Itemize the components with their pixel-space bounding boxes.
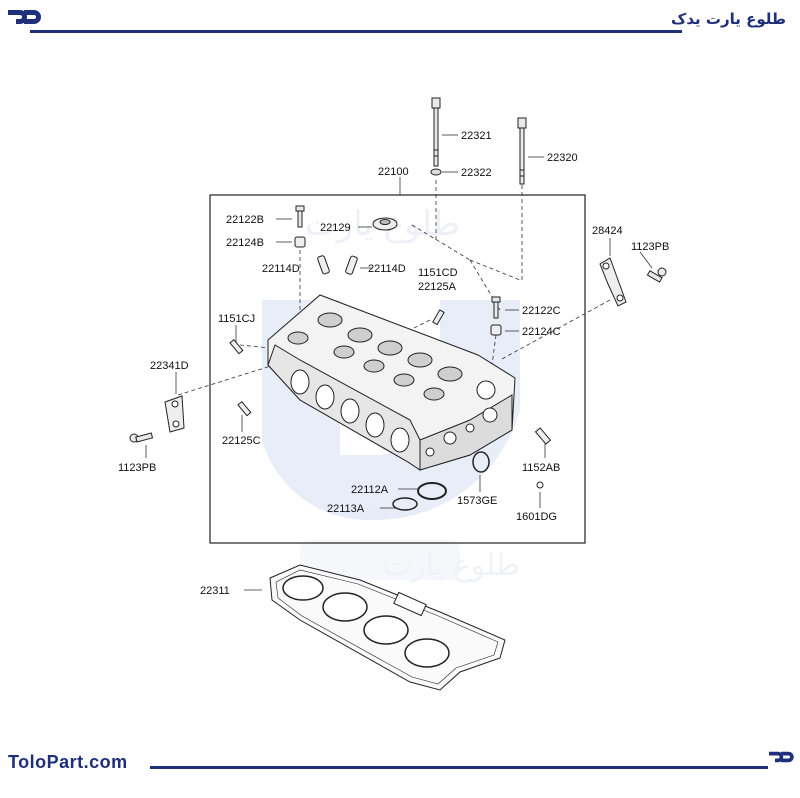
header-divider <box>30 30 682 33</box>
bolt-1123PB-right <box>646 267 667 283</box>
cylinder-head-22100 <box>267 294 516 471</box>
brand-logo-icon-footer <box>769 751 794 763</box>
label-22100: 22100 <box>378 166 409 178</box>
label-1601DG: 1601DG <box>516 511 557 523</box>
bolt-22122B <box>295 205 305 228</box>
label-22125C: 22125C <box>222 435 261 447</box>
label-22341D: 22341D <box>150 360 189 372</box>
label-22311: 22311 <box>200 585 230 597</box>
assembly-frame <box>209 194 586 544</box>
stud-22125C <box>237 401 252 417</box>
label-22114D-left: 22114D <box>262 263 300 275</box>
label-1151CJ: 1151CJ <box>218 313 255 325</box>
label-28424: 28424 <box>592 225 623 237</box>
label-22129: 22129 <box>320 222 351 234</box>
footer-divider <box>150 766 768 769</box>
label-1152AB: 1152AB <box>522 462 560 474</box>
label-22122C: 22122C <box>522 305 561 317</box>
oring-22112A <box>417 482 447 500</box>
bracket-22341D <box>164 395 185 433</box>
pins-22114D <box>317 255 358 275</box>
bolt-1123PB-left <box>129 432 154 443</box>
head-bolt-22321 <box>431 97 441 167</box>
label-22113A: 22113A <box>327 503 365 515</box>
head-bolt-22320 <box>517 117 527 185</box>
cap-22124B <box>294 236 306 248</box>
plug-1601DG <box>536 481 544 489</box>
bracket-28424 <box>599 257 627 307</box>
label-22112A: 22112A <box>351 484 389 496</box>
watermark-text-bottom: طلوع یارت <box>383 548 520 583</box>
oring-22113A <box>392 497 418 511</box>
label-22125A: 22125A <box>418 281 457 293</box>
label-22124C: 22124C <box>522 326 561 338</box>
dowel-1151CJ <box>229 339 244 355</box>
label-1151CD: 1151CD <box>418 267 458 279</box>
footer-site-name[interactable]: ToloPart.com <box>8 752 128 772</box>
header-brand-text: طلوع یارت یدک <box>671 10 786 28</box>
seal-1573GE <box>472 451 490 473</box>
head-gasket-22311 <box>269 564 506 691</box>
brand-logo-icon <box>8 10 41 24</box>
label-22320: 22320 <box>547 152 578 164</box>
bolt-1152AB <box>534 427 552 445</box>
plug-22129 <box>372 217 398 231</box>
label-1123PB-right: 1123PB <box>631 241 669 253</box>
bolt-22122C <box>491 296 501 319</box>
label-22124B: 22124B <box>226 237 264 249</box>
label-22322: 22322 <box>461 167 492 179</box>
label-1123PB-left: 1123PB <box>118 462 156 474</box>
label-1573GE: 1573GE <box>457 495 497 507</box>
label-22321: 22321 <box>461 130 492 142</box>
dowel-1151CD <box>432 309 445 326</box>
label-22122B: 22122B <box>226 214 264 226</box>
label-22114D-right: 22114D <box>368 263 406 275</box>
cap-22124C <box>490 324 502 336</box>
washer-22322 <box>430 168 442 176</box>
